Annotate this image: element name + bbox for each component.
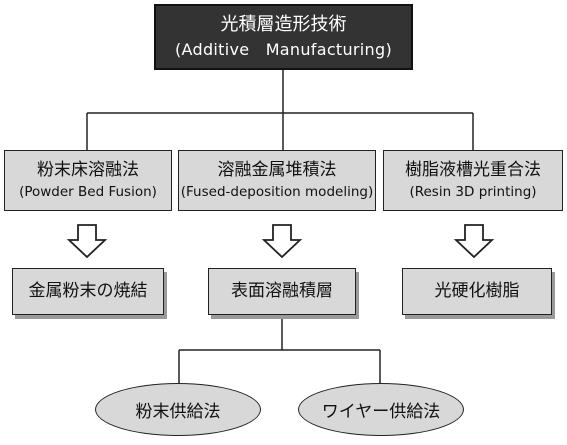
feed-method-label: ワイヤー供給法 [321, 402, 441, 422]
category-resin-printing: 樹脂液槽光重合法 (Resin 3D printing) [383, 150, 563, 211]
category-english: (Powder Bed Fusion) [19, 183, 157, 200]
category-name: 溶融金属堆積法 [217, 160, 337, 181]
feed-method-wire: ワイヤー供給法 [298, 383, 464, 436]
down-arrow-icon [261, 224, 303, 259]
category-powder-bed-fusion: 粉末床溶融法 (Powder Bed Fusion) [4, 150, 172, 211]
feed-method-label: 粉末供給法 [135, 402, 221, 422]
root-subtitle: (Additive Manufacturing) [175, 39, 392, 59]
down-arrow-icon [453, 224, 495, 259]
process-label: 金属粉末の焼結 [28, 280, 148, 301]
root-title: 光積層造形技術 [220, 14, 347, 36]
category-name: 粉末床溶融法 [37, 160, 139, 181]
process-photocuring-resin: 光硬化樹脂 [402, 268, 552, 315]
category-name: 樹脂液槽光重合法 [405, 160, 541, 181]
down-arrow-icon [66, 224, 108, 259]
feed-method-powder: 粉末供給法 [95, 383, 261, 436]
category-english: (Resin 3D printing) [409, 183, 537, 200]
category-fused-deposition: 溶融金属堆積法 (Fused-deposition modeling) [178, 150, 376, 211]
category-english: (Fused-deposition modeling) [180, 183, 374, 200]
process-label: 光硬化樹脂 [434, 280, 520, 301]
root-node-additive-manufacturing: 光積層造形技術 (Additive Manufacturing) [154, 4, 413, 70]
process-metal-powder-sintering: 金属粉末の焼結 [12, 268, 164, 315]
process-surface-melt-deposition: 表面溶融積層 [208, 268, 356, 315]
process-label: 表面溶融積層 [231, 280, 333, 301]
